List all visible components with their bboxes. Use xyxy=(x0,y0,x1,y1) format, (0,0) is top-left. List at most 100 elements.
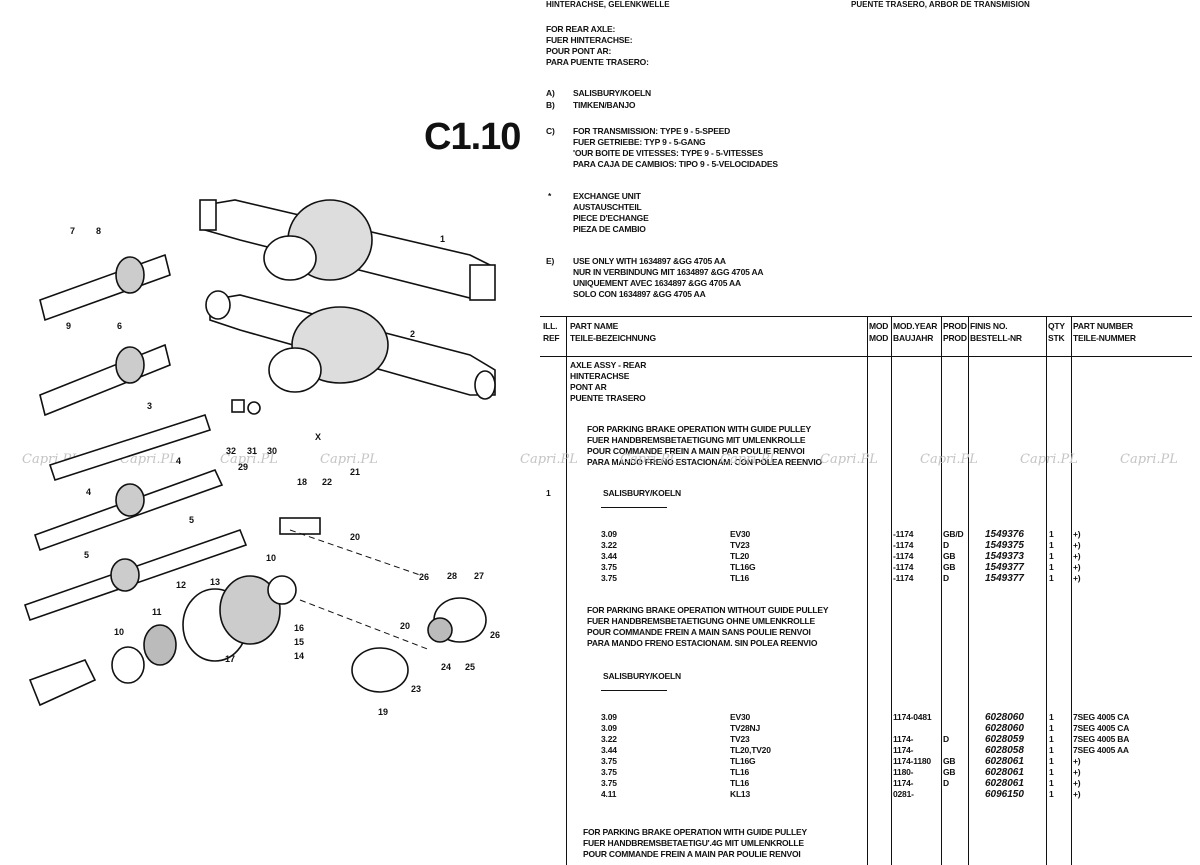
col-divider xyxy=(941,316,942,865)
callout: 4 xyxy=(86,487,91,497)
dashed-leaders xyxy=(289,529,431,651)
cell-ratio: 3.44 xyxy=(601,551,617,561)
col-header-ref: REF xyxy=(543,333,560,343)
intro-line: FUER HINTERACHSE: xyxy=(546,35,633,45)
note-line: AUSTAUSCHTEIL xyxy=(573,202,642,212)
col-header-teile-nummer: TEILE-NUMMER xyxy=(1073,333,1136,343)
col-header-prod: PROD xyxy=(943,321,967,331)
cell-code: TL16G xyxy=(730,756,756,766)
cell-qty: 1 xyxy=(1049,529,1054,539)
col-header-part-name-de: TEILE-BEZEICHNUNG xyxy=(570,333,656,343)
callout: 8 xyxy=(96,226,101,236)
cell-prod: D xyxy=(943,734,949,744)
ill-ref-number: 1 xyxy=(546,488,551,498)
cell-finis-no: 6028061 xyxy=(985,778,1024,789)
col-header-mod: MOD xyxy=(869,321,889,331)
cell-year: -1174 xyxy=(893,540,914,550)
group-title: SALISBURY/KOELN xyxy=(603,488,681,498)
note-b-text: TIMKEN/BANJO xyxy=(573,100,636,110)
with-pulley-block: FOR PARKING BRAKE OPERATION WITH GUIDE P… xyxy=(587,424,822,468)
cell-code: TL20,TV20 xyxy=(730,745,771,755)
cell-finis-no: 1549377 xyxy=(985,573,1024,584)
note-line: UNIQUEMENT AVEC 1634897 &GG 4705 AA xyxy=(573,278,741,288)
col-header-part-number: PART NUMBER xyxy=(1073,321,1133,331)
text-line: FUER HANDBREMSBETAETIGU'.4G MIT UMLENKRO… xyxy=(583,838,804,848)
cell-code: TV28NJ xyxy=(730,723,760,733)
callout: 24 xyxy=(441,662,451,672)
col-header-mod-year: MOD.YEAR xyxy=(893,321,938,331)
text-line: FUER HANDBREMSBETAETIGUNG MIT UMLENKROLL… xyxy=(587,435,806,445)
cell-ratio: 3.22 xyxy=(601,540,617,550)
col-divider xyxy=(1071,316,1072,865)
watermark: Capri.PL xyxy=(320,452,378,467)
cell-ratio: 3.22 xyxy=(601,734,617,744)
callout: 27 xyxy=(474,571,484,581)
col-header-stk: STK xyxy=(1048,333,1065,343)
callout: 2 xyxy=(410,329,415,339)
note-line: 'OUR BOITE DE VITESSES: TYPE 9 - 5-VITES… xyxy=(573,148,763,158)
cell-finis-no: 6028060 xyxy=(985,723,1024,734)
callout: 32 xyxy=(226,446,236,456)
cell-finis-no: 1549373 xyxy=(985,551,1024,562)
cell-code: TL16G xyxy=(730,562,756,572)
note-a-key: A) xyxy=(546,88,555,98)
cell-code: KL13 xyxy=(730,789,750,799)
cell-ratio: 3.75 xyxy=(601,756,617,766)
exploded-parts-diagram: 1 2 3 4 4 5 5 6 7 8 9 10 10 11 12 13 14 … xyxy=(23,199,500,717)
col-divider xyxy=(891,316,892,865)
cell-prod: GB xyxy=(943,767,956,777)
text-line: HINTERACHSE xyxy=(570,371,630,381)
callout: 12 xyxy=(176,580,186,590)
cell-part-number: +) xyxy=(1073,540,1081,550)
cell-part-number: +) xyxy=(1073,551,1081,561)
cell-finis-no: 6028058 xyxy=(985,745,1024,756)
watermark: Capri.PL xyxy=(620,452,678,467)
cell-finis-no: 1549376 xyxy=(985,529,1024,540)
callout: 23 xyxy=(411,684,421,694)
text-line: POUR COMMANDE FREIN A MAIN PAR POULIE RE… xyxy=(587,446,805,456)
cell-qty: 1 xyxy=(1049,723,1054,733)
callout: X xyxy=(315,432,321,442)
callout: 5 xyxy=(84,550,89,560)
callout: 14 xyxy=(294,651,304,661)
callout: 6 xyxy=(117,321,122,331)
cell-prod: GB/D xyxy=(943,529,964,539)
cell-finis-no: 1549375 xyxy=(985,540,1024,551)
text-line: FUER HANDBREMSBETAETIGUNG OHNE UMLENKROL… xyxy=(587,616,816,626)
cell-code: TL16 xyxy=(730,778,750,788)
cell-qty: 1 xyxy=(1049,789,1054,799)
col-header-baujahr: BAUJAHR xyxy=(893,333,934,343)
cell-code: TL20 xyxy=(730,551,750,561)
cell-code: TL16 xyxy=(730,573,750,583)
cell-prod: GB xyxy=(943,551,956,561)
axle-block: AXLE ASSY - REAR HINTERACHSE PONT AR PUE… xyxy=(570,360,646,404)
watermark: Capri.PL xyxy=(120,452,178,467)
text-line: FOR PARKING BRAKE OPERATION WITHOUT GUID… xyxy=(587,605,829,615)
text-line: PONT AR xyxy=(570,382,607,392)
cell-prod: D xyxy=(943,573,949,583)
cell-ratio: 3.75 xyxy=(601,767,617,777)
watermark: Capri.PL xyxy=(1120,452,1178,467)
cell-code: TV23 xyxy=(730,734,750,744)
cell-part-number: +) xyxy=(1073,767,1081,777)
callout: 26 xyxy=(419,572,429,582)
callout: 28 xyxy=(447,571,457,581)
cell-part-number: 7SEG 4005 CA xyxy=(1073,712,1130,722)
cell-part-number: +) xyxy=(1073,778,1081,788)
col-header-ill: ILL. xyxy=(543,321,558,331)
col-header-finis: FINIS NO. xyxy=(970,321,1008,331)
callout: 3 xyxy=(147,401,152,411)
cell-year: 1174-1180 xyxy=(893,756,931,766)
cell-year: -1174 xyxy=(893,529,914,539)
col-header-bestell: BESTELL-NR xyxy=(970,333,1022,343)
callout: 16 xyxy=(294,623,304,633)
col-header-part-name: PART NAME xyxy=(570,321,619,331)
text-line: AXLE ASSY - REAR xyxy=(570,360,647,370)
cell-qty: 1 xyxy=(1049,734,1054,744)
watermark: Capri.PL xyxy=(820,452,878,467)
note-line: NUR IN VERBINDUNG MIT 1634897 &GG 4705 A… xyxy=(573,267,764,277)
cell-code: TV23 xyxy=(730,540,750,550)
cell-ratio: 4.11 xyxy=(601,789,617,799)
callout: 26 xyxy=(490,630,500,640)
cell-finis-no: 6096150 xyxy=(985,789,1024,800)
